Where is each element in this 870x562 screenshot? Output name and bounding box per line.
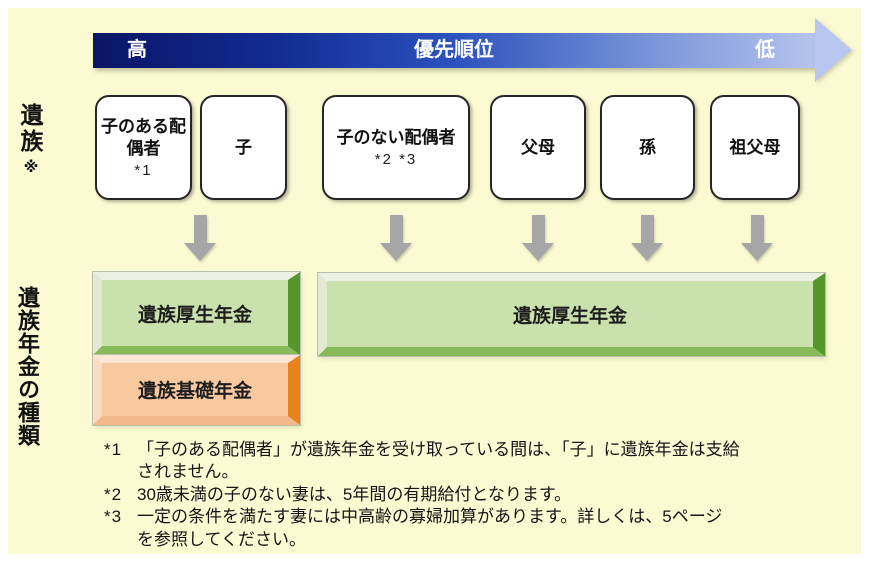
footnote-marker: *1 — [104, 440, 123, 459]
family-section-label: 遺族 ※ — [17, 103, 43, 176]
footnote-text: 「子のある配偶者」が遺族年金を受け取っている間は、「子」に遺族年金は支給 されま… — [137, 440, 740, 482]
footnote-2: *2 30歳未満の子のない妻は、5年間の有期給付となります。 — [104, 484, 852, 506]
family-box-child: 子 — [200, 95, 287, 200]
down-arrow-icon — [741, 215, 773, 261]
family-box-label: 子 — [235, 137, 252, 157]
family-box-label: 孫 — [639, 137, 656, 157]
family-box-parents: 父母 — [490, 95, 586, 200]
family-box-note: *2 *3 — [374, 151, 418, 169]
priority-arrow-head-icon — [815, 18, 852, 82]
down-arrow-icon — [184, 215, 216, 261]
down-arrow-icon — [380, 215, 412, 261]
family-box-spouse-with-child: 子のある配偶者 *1 — [95, 95, 192, 200]
footnote-text: 30歳未満の子のない妻は、5年間の有期給付となります。 — [137, 484, 572, 504]
pension-bar-kosei-left: 遺族厚生年金 — [93, 272, 300, 355]
family-box-label: 子のない配偶者 — [336, 127, 456, 147]
family-section-label-text: 遺族 — [17, 103, 43, 155]
pension-bar-kiso: 遺族基礎年金 — [93, 355, 300, 425]
priority-bar-title: 優先順位 — [414, 39, 494, 61]
footnote-marker: *2 — [104, 484, 123, 504]
family-box-note: *1 — [134, 161, 153, 179]
footnotes: *1 「子のある配偶者」が遺族年金を受け取っている間は、「子」に遺族年金は支給 … — [104, 439, 852, 551]
family-box-label: 子のある配偶者 — [101, 117, 186, 158]
family-box-label: 父母 — [521, 137, 555, 157]
down-arrow-icon — [522, 215, 554, 261]
priority-label-high: 高 — [127, 39, 147, 61]
down-arrow-icon — [631, 215, 663, 261]
footnote-marker: *3 — [104, 507, 123, 527]
priority-arrow-bar: 高 優先順位 低 — [93, 33, 815, 68]
family-box-grandchild: 孫 — [600, 95, 695, 200]
pension-type-section-label: 遺族年金の種類 — [15, 286, 40, 447]
footnote-text: 一定の条件を満たす妻には中高齢の寡婦加算があります。詳しくは、5ページ を参照し… — [137, 507, 723, 549]
pension-bar-kosei-right: 遺族厚生年金 — [318, 273, 825, 356]
family-box-label: 祖父母 — [729, 137, 781, 157]
priority-label-low: 低 — [755, 39, 775, 61]
family-box-spouse-without-child: 子のない配偶者 *2 *3 — [322, 95, 470, 200]
footnote-1: *1 「子のある配偶者」が遺族年金を受け取っている間は、「子」に遺族年金は支給 … — [104, 439, 852, 484]
footnote-3: *3 一定の条件を満たす妻には中高齢の寡婦加算があります。詳しくは、5ページ を… — [104, 506, 852, 551]
family-box-grandparents: 祖父母 — [710, 95, 800, 200]
family-section-note-mark: ※ — [22, 158, 39, 176]
